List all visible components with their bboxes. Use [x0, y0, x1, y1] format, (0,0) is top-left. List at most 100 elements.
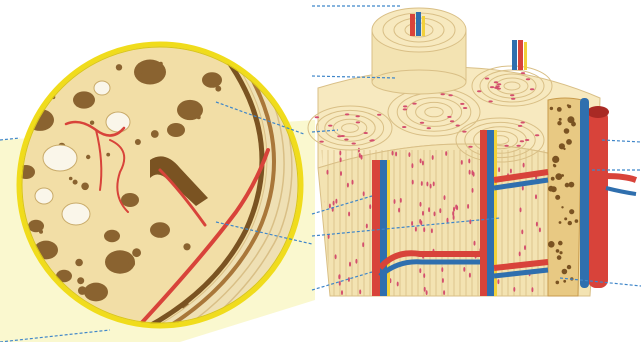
lacuna: [327, 170, 329, 175]
spongy-spot: [571, 120, 574, 123]
spongy-spot: [561, 174, 564, 177]
lacuna: [518, 125, 522, 127]
lacuna: [461, 160, 463, 165]
spongy-spot: [568, 221, 572, 225]
lacuna: [426, 182, 428, 187]
spongy-spot: [563, 280, 566, 283]
spongy-spot: [558, 241, 563, 246]
lens-spot: [90, 121, 94, 125]
lacuna: [472, 188, 474, 193]
lacuna: [344, 139, 348, 141]
lacuna: [488, 100, 492, 102]
spongy-spot: [569, 209, 574, 214]
spongy-spot: [556, 249, 560, 253]
spongy-spot: [563, 148, 565, 150]
spongy-spot: [575, 219, 579, 223]
lacuna: [430, 184, 432, 189]
lacuna: [539, 228, 541, 233]
upper-canal-vessels: [512, 40, 527, 70]
spongy-spot: [553, 164, 556, 167]
lacuna: [348, 212, 350, 217]
lacuna: [520, 208, 522, 213]
lacuna: [485, 78, 489, 80]
lacuna: [432, 155, 434, 160]
lens-spot: [81, 183, 89, 191]
lens-spot: [78, 286, 87, 295]
lacuna: [420, 159, 422, 164]
lacuna: [412, 180, 414, 185]
lens-spot: [202, 72, 222, 88]
lacuna: [497, 279, 499, 284]
lacuna: [516, 145, 520, 147]
lacuna: [513, 287, 515, 292]
lacuna: [421, 181, 423, 186]
lacuna: [448, 94, 452, 96]
lacuna: [469, 170, 471, 175]
lacuna: [469, 273, 471, 278]
spongy-bone-strip: [548, 98, 582, 296]
spongy-spot: [567, 104, 569, 106]
lacuna: [463, 267, 465, 272]
lacuna: [338, 275, 340, 280]
lacuna: [420, 122, 424, 124]
lens-spot: [215, 86, 221, 92]
periosteal-vessels: [580, 98, 636, 288]
lens-spot: [32, 99, 36, 103]
lacuna: [450, 120, 454, 122]
spongy-spot: [557, 121, 561, 125]
lacuna: [444, 195, 446, 200]
lacuna: [363, 191, 365, 196]
lacuna: [315, 116, 319, 118]
lacuna: [530, 88, 534, 90]
lacuna: [473, 172, 475, 177]
lacuna: [359, 153, 361, 158]
lacuna: [519, 252, 521, 257]
spongy-spot: [555, 173, 562, 180]
lens-spot: [167, 123, 185, 137]
lens-spot: [77, 277, 84, 284]
lens-spot: [116, 64, 122, 70]
lacuna: [525, 139, 529, 141]
lacuna: [424, 287, 426, 292]
lacuna: [498, 167, 500, 172]
lacuna: [403, 105, 407, 107]
lacuna: [447, 116, 451, 118]
lens-spot: [73, 180, 78, 185]
spongy-spot: [550, 107, 553, 110]
lacuna: [511, 98, 515, 100]
spongy-spot: [557, 255, 562, 260]
lens-spot: [135, 67, 143, 75]
spongy-spot: [562, 269, 568, 275]
lacuna: [395, 152, 397, 157]
lacuna: [474, 241, 476, 246]
lacuna: [456, 125, 460, 127]
lacuna: [335, 199, 337, 204]
lacuna: [490, 86, 494, 88]
lens-spot: [75, 259, 83, 267]
lacuna: [510, 169, 512, 174]
spongy-spot: [557, 107, 562, 112]
lacuna: [403, 108, 407, 110]
lens-spot: [104, 230, 120, 242]
lacuna: [531, 287, 533, 292]
lacuna: [504, 145, 508, 147]
lacuna: [455, 205, 457, 210]
lacuna: [468, 146, 472, 148]
lacuna: [433, 182, 435, 187]
compact-bone-block: [308, 8, 636, 296]
lacuna: [408, 152, 410, 157]
lacuna: [426, 290, 428, 295]
lacuna: [400, 198, 402, 203]
lacuna: [392, 151, 394, 156]
osteon-cylinder: [372, 8, 466, 94]
lens-spot: [84, 283, 108, 302]
spongy-spot: [564, 128, 570, 134]
lacuna: [497, 83, 501, 85]
lacuna: [323, 257, 325, 262]
lacuna: [441, 93, 445, 95]
spongy-spot: [559, 221, 562, 224]
lacuna: [341, 135, 345, 137]
lens-spot: [159, 62, 163, 66]
lacuna: [339, 281, 341, 286]
lens-spot: [69, 177, 73, 181]
